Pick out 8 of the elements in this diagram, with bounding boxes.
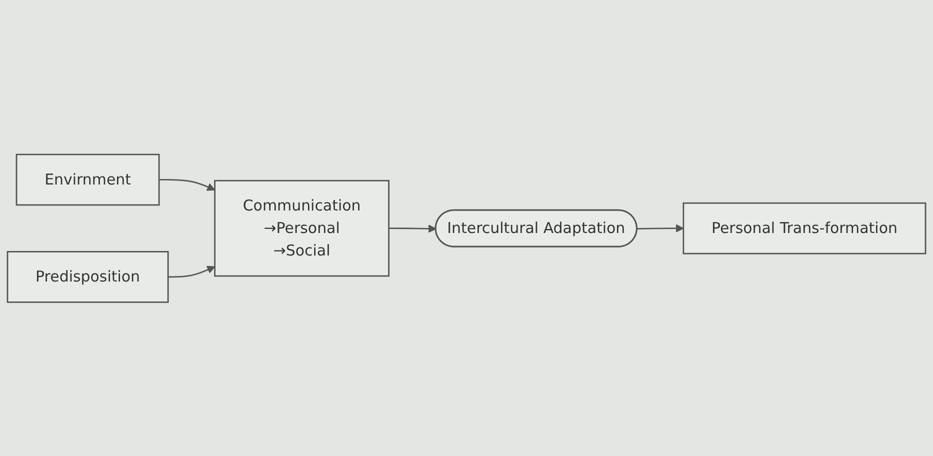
arrow [637, 224, 684, 232]
node-box: Communication →Personal →Social [214, 180, 390, 276]
arrow [388, 224, 436, 232]
node-box: Envirnment [16, 153, 160, 206]
node-box: Personal Trans-formation [682, 202, 926, 254]
node-box: Predisposition [6, 250, 169, 303]
arrow [168, 266, 216, 278]
arrow [159, 178, 216, 190]
